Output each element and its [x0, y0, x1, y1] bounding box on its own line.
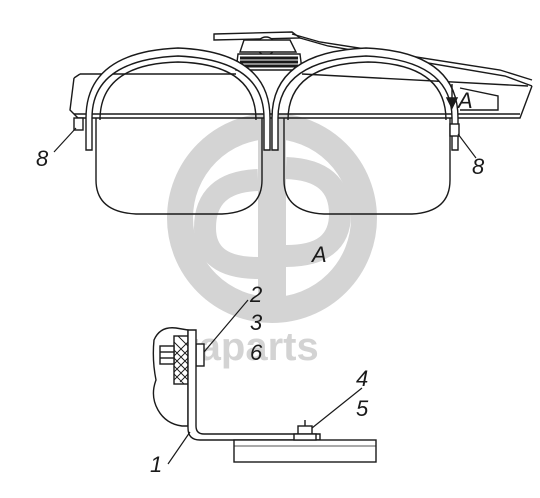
callout-2: 2 [249, 282, 262, 307]
top-assembly [69, 31, 533, 215]
watermark-logo-left-loop [193, 169, 259, 279]
view-label-a: A [310, 242, 327, 267]
left-fender-bolt [73, 117, 84, 131]
arrow-label-a: A [456, 88, 473, 113]
callout-3: 3 [250, 310, 263, 335]
callout-5: 5 [356, 396, 369, 421]
base-bolt [293, 420, 317, 441]
right-fender-bolt [449, 123, 460, 137]
left-fender [73, 47, 271, 151]
view-arrow [445, 84, 459, 110]
detail-assembly [152, 327, 377, 463]
callout-leaders-top [53, 127, 477, 159]
callout-1: 1 [150, 452, 162, 477]
rubber-pad [173, 335, 189, 385]
fifth-wheel-coupling [213, 31, 533, 87]
labels: 8 8 A A 2 3 6 4 5 1 [36, 88, 485, 477]
callout-leaders-detail [167, 299, 363, 465]
right-fender [271, 47, 460, 151]
left-wheel [95, 61, 263, 215]
callout-6: 6 [250, 340, 263, 365]
base-plate [233, 439, 377, 463]
callout-8-left: 8 [36, 146, 49, 171]
callout-4: 4 [356, 366, 368, 391]
right-wheel [283, 61, 451, 215]
callout-8-right: 8 [472, 154, 485, 179]
